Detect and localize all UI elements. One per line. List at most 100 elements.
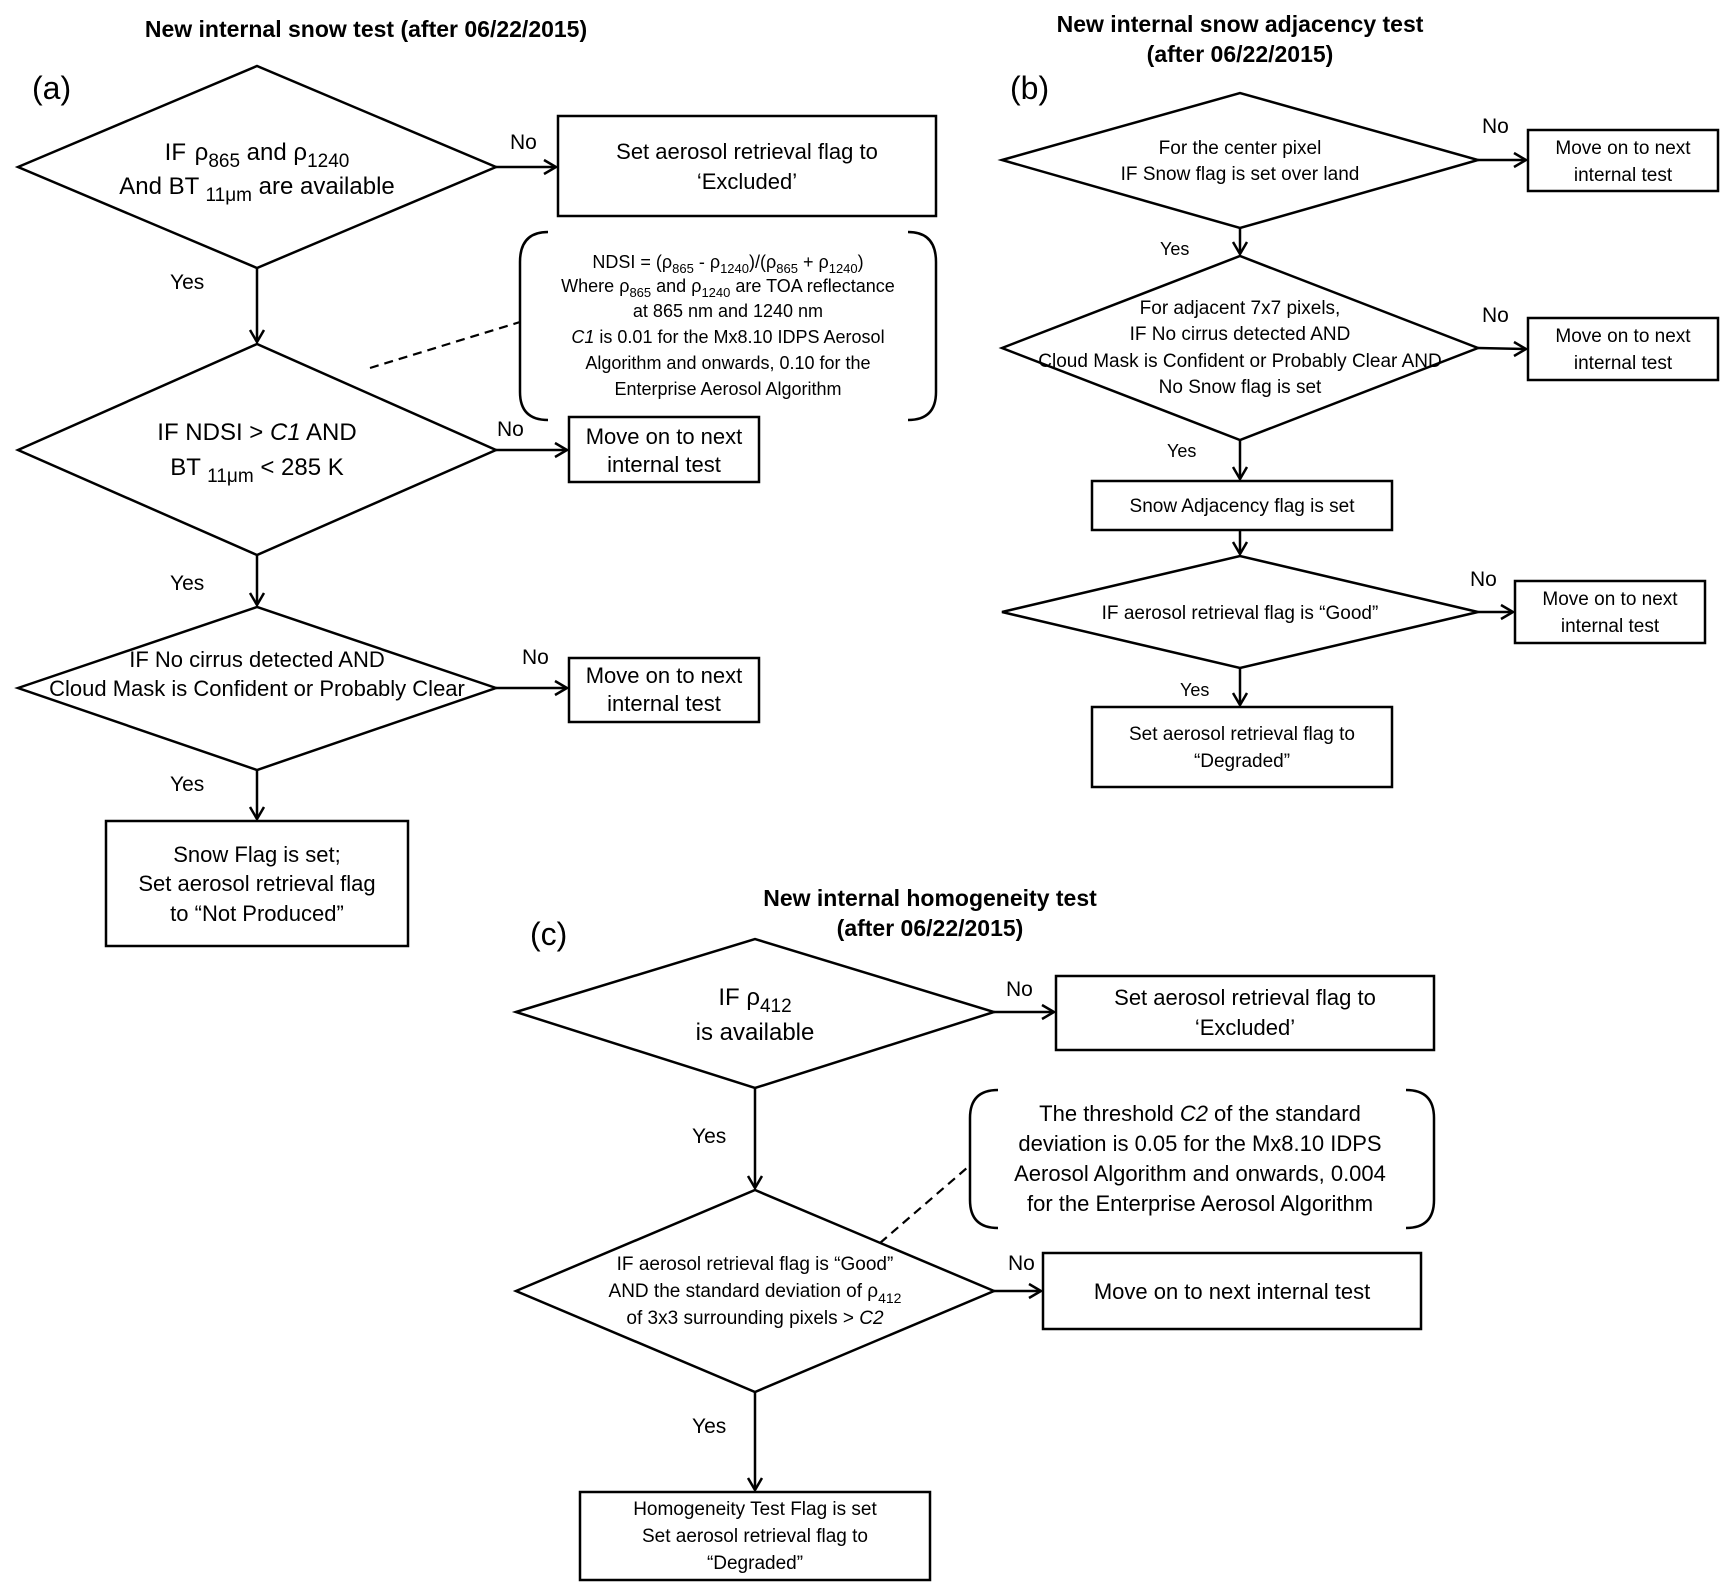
panel-b: New internal snow adjacency test (after …: [997, 11, 1720, 789]
decision-cirrus-a-line2: Cloud Mask is Confident or Probably Clea…: [49, 676, 465, 701]
panel-b-label: (b): [1010, 70, 1049, 106]
note-ndsi-connector: [369, 320, 521, 370]
box-next-test-a3-line2: internal test: [607, 691, 721, 716]
decision-ndsi: [14, 342, 500, 557]
box-next-test-b3: [1513, 579, 1707, 645]
box-degraded-b-line2: “Degraded”: [1194, 751, 1290, 772]
box-next-test-b3-line1: Move on to next: [1542, 589, 1678, 610]
decision-rho412-available-line1: IF ρ412: [718, 984, 791, 1017]
note-c2: The threshold C2 of the standard deviati…: [1014, 1101, 1386, 1216]
note-c2-left-brace: [968, 1088, 999, 1230]
label-yes-b1: Yes: [1160, 239, 1189, 259]
arrowhead-yes-b2: [1231, 466, 1249, 482]
arrowhead-yes-a3: [248, 806, 266, 822]
box-excluded-c: [1054, 974, 1436, 1052]
box-excluded-a: [556, 114, 938, 218]
arrowhead-no-c2: [1028, 1282, 1044, 1300]
note-ndsi-line2: Where ρ865 and ρ1240 are TOA reflectance: [561, 276, 895, 300]
label-no-c1: No: [1006, 978, 1033, 1001]
arrowhead-yes-c1: [746, 1175, 764, 1191]
note-ndsi: NDSI = (ρ865 - ρ1240)/(ρ865 + ρ1240) Whe…: [561, 252, 895, 399]
decision-flag-good-b-text: IF aerosol retrieval flag is “Good”: [1102, 603, 1379, 624]
label-yes-b3: Yes: [1180, 680, 1209, 700]
box-next-test-a3: [567, 656, 761, 724]
panel-c-label: (c): [530, 916, 567, 952]
decision-ndsi-line1: IF NDSI > C1 AND: [157, 419, 356, 446]
note-ndsi-line1: NDSI = (ρ865 - ρ1240)/(ρ865 + ρ1240): [592, 252, 863, 276]
label-no-b3: No: [1470, 568, 1497, 591]
note-ndsi-line5: Algorithm and onwards, 0.10 for the: [585, 353, 870, 373]
box-homogeneity-set: [578, 1490, 932, 1582]
box-next-test-a3-line1: Move on to next: [586, 663, 743, 688]
box-degraded-b: [1090, 705, 1394, 789]
decision-adjacent-pixels-line2: IF No cirrus detected AND: [1130, 324, 1351, 345]
arrowhead-yes-c2: [746, 1477, 764, 1493]
box-next-test-b3-line2: internal test: [1561, 616, 1660, 637]
label-yes-c2: Yes: [692, 1415, 726, 1438]
note-ndsi-line4: C1 is 0.01 for the Mx8.10 IDPS Aerosol: [571, 327, 884, 347]
label-no-a3: No: [522, 646, 549, 669]
decision-std-deviation-line1: IF aerosol retrieval flag is “Good”: [617, 1254, 894, 1275]
label-no-a2: No: [497, 418, 524, 441]
arrowhead-no-b3: [1500, 603, 1516, 621]
note-c2-connector: [879, 1166, 969, 1244]
note-c2-line3: Aerosol Algorithm and onwards, 0.004: [1014, 1161, 1386, 1186]
panel-b-title-line1: New internal snow adjacency test: [1057, 11, 1424, 37]
label-no-b1: No: [1482, 115, 1509, 138]
arrowhead-yes-b1: [1231, 241, 1249, 257]
box-homogeneity-set-line1: Homogeneity Test Flag is set: [633, 1499, 877, 1520]
label-yes-a3: Yes: [170, 773, 204, 796]
note-ndsi-line6: Enterprise Aerosol Algorithm: [614, 379, 841, 399]
box-next-test-a2-line2: internal test: [607, 452, 721, 477]
label-no-a1: No: [510, 131, 537, 154]
note-ndsi-right-brace: [907, 230, 938, 422]
arrowhead-no-a3: [554, 679, 570, 697]
decision-snow-flag-center-line2: IF Snow flag is set over land: [1121, 164, 1360, 185]
arrowhead-no-c1: [1041, 1003, 1057, 1021]
decision-std-deviation-line2: AND the standard deviation of ρ412: [609, 1281, 902, 1306]
arrow-no-b2: [1477, 346, 1527, 351]
box-next-test-b2: [1526, 316, 1720, 382]
label-yes-c1: Yes: [692, 1125, 726, 1148]
panel-a: New internal snow test (after 06/22/2015…: [14, 16, 938, 948]
note-c2-line2: deviation is 0.05 for the Mx8.10 IDPS: [1018, 1131, 1381, 1156]
box-degraded-b-line1: Set aerosol retrieval flag to: [1129, 724, 1355, 745]
box-excluded-c-line1: Set aerosol retrieval flag to: [1114, 985, 1376, 1010]
box-homogeneity-set-line2: Set aerosol retrieval flag to: [642, 1526, 868, 1547]
note-c2-line4: for the Enterprise Aerosol Algorithm: [1027, 1191, 1373, 1216]
panel-c: New internal homogeneity test (after 06/…: [511, 885, 1436, 1582]
panel-c-title-line2: (after 06/22/2015): [837, 915, 1024, 941]
note-c2-right-brace: [1405, 1088, 1436, 1230]
decision-std-deviation-line3: of 3x3 surrounding pixels > C2: [626, 1308, 884, 1329]
box-excluded-a-line1: Set aerosol retrieval flag to: [616, 139, 878, 164]
label-no-b2: No: [1482, 304, 1509, 327]
arrowhead-no-b2: [1513, 340, 1529, 358]
label-yes-a1: Yes: [170, 271, 204, 294]
arrowhead-yes-a1: [248, 329, 266, 345]
decision-adjacent-pixels-line1: For adjacent 7x7 pixels,: [1140, 298, 1341, 319]
decision-adjacent-pixels: [998, 254, 1482, 442]
box-snow-adjacency-set-text: Snow Adjacency flag is set: [1130, 496, 1356, 517]
box-snow-adjacency-set: [1090, 479, 1394, 532]
decision-data-available-line1: IF ρ865 and ρ1240: [165, 139, 350, 172]
decision-snow-flag-center: [997, 91, 1483, 230]
box-snow-flag-set-line2: Set aerosol retrieval flag: [138, 871, 375, 896]
panel-a-label: (a): [32, 70, 71, 106]
decision-data-available-line2: And BT 11μm are available: [119, 173, 395, 206]
box-next-test-a2-line1: Move on to next: [586, 424, 743, 449]
note-ndsi-left-brace: [518, 230, 549, 422]
box-snow-flag-set-line1: Snow Flag is set;: [173, 842, 341, 867]
box-excluded-c-line2: ‘Excluded’: [1195, 1015, 1295, 1040]
label-yes-b2: Yes: [1167, 441, 1196, 461]
arrowhead-yes-a2: [248, 592, 266, 608]
decision-data-available: [14, 64, 500, 270]
panel-b-title-line2: (after 06/22/2015): [1147, 41, 1334, 67]
arrowhead-b3-d3: [1231, 541, 1249, 557]
arrowhead-no-a2: [554, 441, 570, 459]
note-c2-line1: The threshold C2 of the standard: [1039, 1101, 1361, 1126]
note-ndsi-line3: at 865 nm and 1240 nm: [633, 301, 823, 321]
arrowhead-no-b1: [1513, 151, 1529, 169]
arrowhead-no-a1: [543, 158, 559, 176]
panel-c-title-line1: New internal homogeneity test: [763, 885, 1097, 911]
